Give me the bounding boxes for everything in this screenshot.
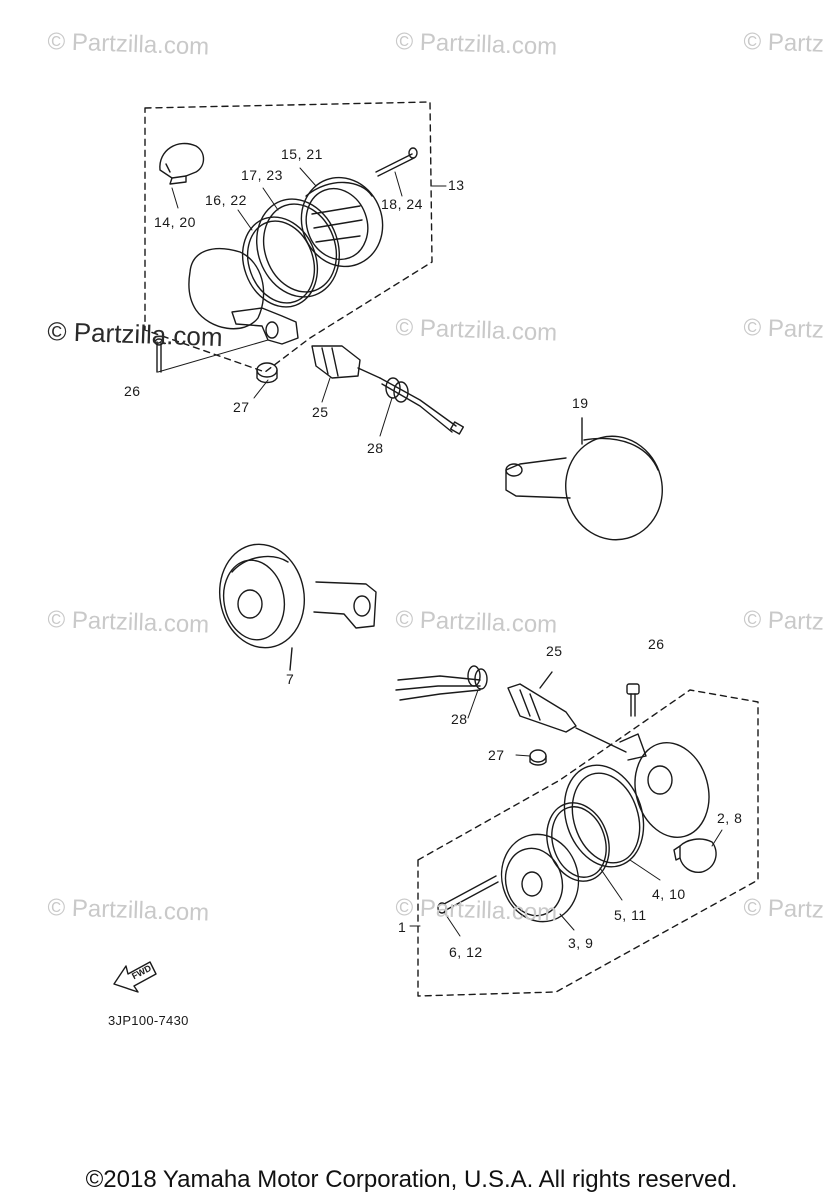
watermark: © Partzilla.com [47,606,210,639]
screw-part-bottom [437,875,499,914]
nut-27-top [256,362,278,384]
assembly-boundary-bottom [417,689,759,997]
rim-part-bottom [546,764,645,882]
callout-19: 19 [572,395,589,411]
socket-25-bottom [507,671,627,753]
callout-4-10: 4, 10 [652,886,686,902]
assembly-boundary-top [144,101,433,373]
callout-27-bottom: 27 [488,747,505,763]
watermark: © Partzilla.com [395,606,558,639]
watermark: © Partzilla.com [395,894,558,927]
fwd-arrow-icon [113,961,157,993]
watermark: © Partzilla.com [395,314,558,347]
fwd-label: FWD [130,963,153,982]
bulb-part-top [159,142,205,185]
watermark: © Partzilla.com [46,316,224,353]
callout-5-11: 5, 11 [614,907,647,923]
callout-1: 1 [398,919,407,935]
screw-26-top [154,338,164,373]
callout-3-9: 3, 9 [568,935,594,951]
grommet-28-top [379,377,465,435]
callout-13: 13 [448,177,465,193]
bulb-part-bottom [673,838,717,873]
leader-lines-bottom [409,689,723,937]
screw-part-top [375,147,418,177]
housing-part-bottom [619,733,710,838]
callout-27-top: 27 [233,399,250,415]
turn-signal-7 [218,543,377,671]
callout-26-top: 26 [124,383,141,399]
callout-26-bottom: 26 [648,636,665,652]
callout-28-bottom: 28 [451,711,468,727]
gasket-part-top [241,216,319,308]
leader-lines-top [157,167,447,437]
callout-18-24: 18, 24 [381,196,423,212]
callout-28-top: 28 [367,440,384,456]
housing-part-top [188,248,299,345]
watermark: © Partzilla.com [395,28,558,61]
rim-part-top [256,198,340,298]
callout-25-bottom: 25 [546,643,563,659]
watermark: © Partzilla.com [47,28,210,61]
callout-25-top: 25 [312,404,329,420]
grommet-28-bottom [395,665,488,701]
lens-part-bottom [500,833,580,923]
diagram-code: 3JP100-7430 [108,1013,189,1028]
lens-part-top [300,176,384,268]
callout-14-20: 14, 20 [154,214,196,230]
copyright-notice: ©2018 Yamaha Motor Corporation, U.S.A. A… [85,1166,738,1193]
callout-15-21: 15, 21 [281,146,323,162]
callout-17-23: 17, 23 [241,167,283,183]
callout-16-22: 16, 22 [205,192,247,208]
watermark: © Partzilla.com [47,894,210,927]
screw-26-bottom [626,683,640,717]
callout-7: 7 [286,671,295,687]
nut-27-bottom [529,749,547,766]
callout-2-8: 2, 8 [717,810,743,826]
turn-signal-19 [505,417,663,541]
socket-25-top [311,345,381,379]
callout-6-12: 6, 12 [449,944,483,960]
